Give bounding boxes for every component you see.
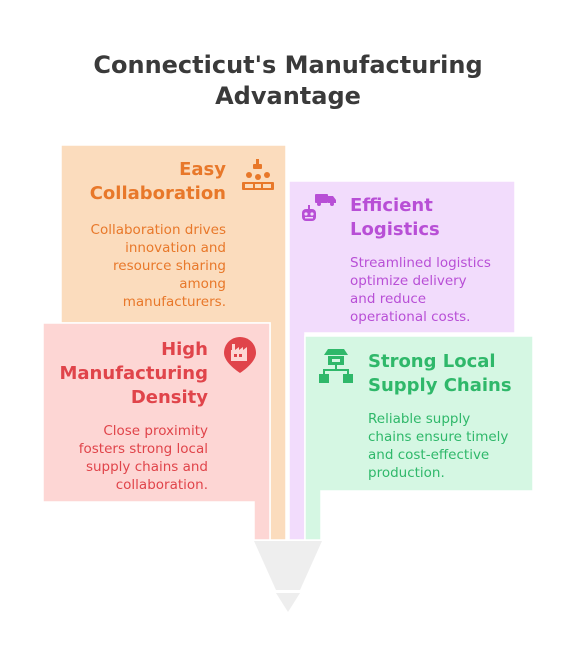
- card-logistics-line: operational costs.: [350, 309, 471, 325]
- people-podium-icon: [240, 157, 276, 197]
- card-easy-description: Collaboration drives innovation and reso…: [61, 221, 226, 311]
- network-hierarchy-icon: [316, 346, 356, 390]
- card-supply-line: production.: [368, 465, 445, 481]
- card-density-line: supply chains and: [85, 459, 208, 475]
- card-logistics-title-line-1: Efficient: [350, 195, 433, 216]
- card-supply-title-line-2: Supply Chains: [368, 375, 512, 396]
- page-title-line-1: Connecticut's Manufacturing: [93, 51, 483, 79]
- card-density-line: collaboration.: [115, 477, 208, 493]
- card-supply-line: and cost-effective: [368, 447, 490, 463]
- page-title: Connecticut's Manufacturing Advantage: [0, 50, 576, 112]
- card-logistics-line: and reduce: [350, 291, 427, 307]
- card-logistics-title-line-2: Logistics: [350, 219, 440, 240]
- card-density-shape: [42, 322, 271, 541]
- truck-robot-icon: [298, 192, 338, 236]
- funnel-bottom: [276, 593, 300, 612]
- card-supply-description: Reliable supply chains ensure timely and…: [368, 410, 532, 482]
- card-density-line: Close proximity: [103, 423, 208, 439]
- factory-pin-icon: [222, 336, 258, 378]
- card-logistics-shape: [288, 180, 516, 541]
- card-supply-title-line-1: Strong Local: [368, 351, 496, 372]
- card-easy-title-line-1: Easy: [179, 159, 226, 180]
- card-density-title-line-3: Density: [130, 387, 208, 408]
- card-easy-title-line-2: Collaboration: [89, 183, 226, 204]
- card-density-title-line-2: Manufacturing: [59, 363, 209, 384]
- card-supply-line: chains ensure timely: [368, 429, 509, 445]
- card-supply-line: Reliable supply: [368, 411, 471, 427]
- card-supply-title: Strong Local Supply Chains: [368, 350, 528, 398]
- card-easy-line: Collaboration drives: [90, 222, 226, 238]
- page-title-line-2: Advantage: [215, 82, 361, 110]
- card-easy-line: manufacturers.: [122, 294, 226, 310]
- card-logistics-line: optimize delivery: [350, 273, 467, 289]
- card-density-title: High Manufacturing Density: [43, 338, 209, 410]
- card-easy-title: Easy Collaboration: [61, 158, 226, 206]
- funnel-top: [254, 541, 322, 590]
- card-easy-line: among: [179, 276, 226, 292]
- card-density-line: fosters strong local: [78, 441, 208, 457]
- card-logistics-description: Streamlined logistics optimize delivery …: [350, 254, 512, 326]
- card-logistics-line: Streamlined logistics: [350, 255, 491, 271]
- card-logistics-title: Efficient Logistics: [350, 194, 510, 242]
- card-easy-line: resource sharing: [113, 258, 226, 274]
- card-supply-shape: [304, 335, 534, 541]
- card-easy-line: innovation and: [125, 240, 226, 256]
- card-density-title-line-1: High: [161, 339, 208, 360]
- card-density-description: Close proximity fosters strong local sup…: [43, 422, 208, 494]
